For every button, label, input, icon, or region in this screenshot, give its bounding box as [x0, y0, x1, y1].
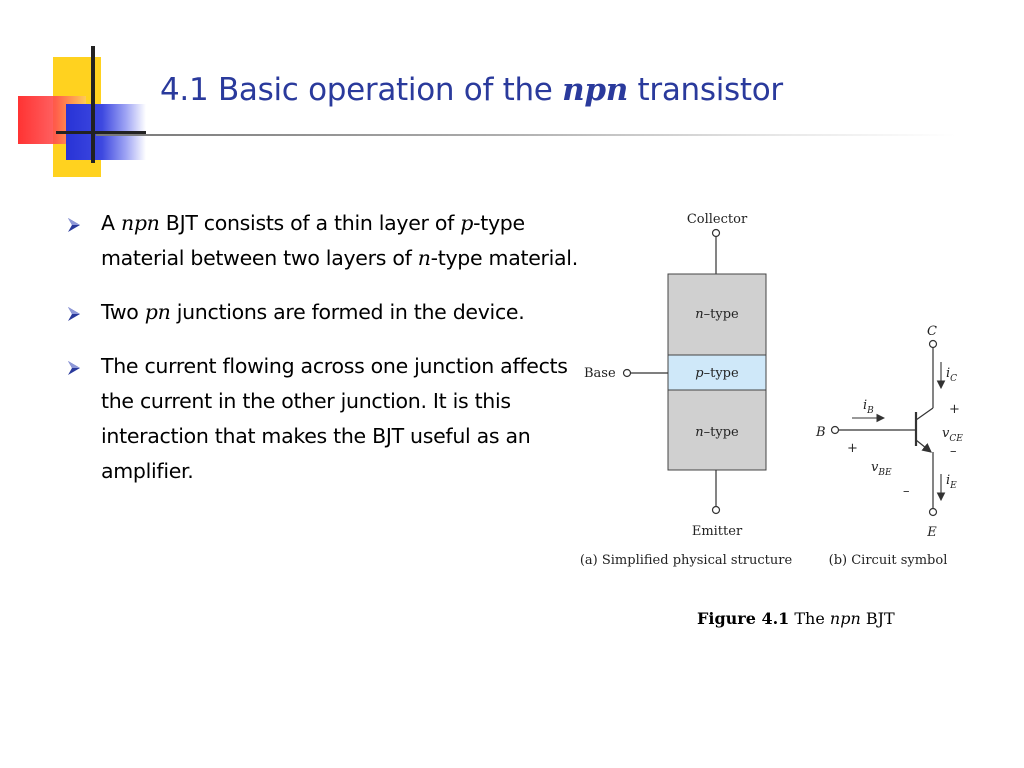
- collector-label: Collector: [687, 212, 748, 227]
- emitter-letter: E: [926, 525, 937, 540]
- vce-minus: –: [950, 444, 957, 459]
- emitter-node: [928, 507, 938, 517]
- vbe-minus: –: [903, 484, 910, 499]
- symbol-caption: (b) Circuit symbol: [829, 553, 948, 568]
- arrow-bullet-icon: [68, 218, 80, 232]
- vce-label: vCE: [942, 426, 963, 444]
- slide-title: 4.1 Basic operation of the npn transisto…: [160, 72, 783, 108]
- ie-label: iE: [946, 473, 957, 491]
- emitter-terminal: [711, 505, 721, 515]
- structure-caption: (a) Simplified physical structure: [580, 553, 792, 568]
- circuit-symbol-diagram: C B E iC iB iE + vCE – + vBE – (b) Circu…: [815, 324, 963, 568]
- figure-caption: Figure 4.1 The npn BJT: [697, 609, 895, 628]
- arrow-bullet-icon: [68, 307, 80, 321]
- logo-horizontal-line: [56, 131, 146, 134]
- physical-structure-diagram: Collector n–type p–type n–type Base Emit…: [580, 212, 792, 568]
- base-letter: B: [815, 425, 826, 440]
- n-type-bottom-label: n–type: [695, 425, 739, 440]
- collector-terminal: [711, 228, 721, 238]
- arrow-bullet-icon: [68, 361, 80, 375]
- base-terminal: [622, 368, 632, 378]
- vbe-label: vBE: [871, 460, 892, 478]
- bullet-list: A npn BJT consists of a thin layer of p-…: [66, 206, 596, 508]
- emitter-label: Emitter: [692, 524, 743, 539]
- base-node: [830, 425, 840, 435]
- bullet-item-1: A npn BJT consists of a thin layer of p-…: [66, 206, 596, 276]
- ic-label: iC: [946, 366, 957, 384]
- npn-bjt-figure: Collector n–type p–type n–type Base Emit…: [580, 212, 963, 568]
- title-emphasis: npn: [562, 72, 628, 108]
- base-label: Base: [584, 366, 616, 381]
- p-type-label: p–type: [695, 366, 739, 381]
- bullet-item-2: Two pn junctions are formed in the devic…: [66, 295, 596, 330]
- collector-node: [928, 339, 938, 349]
- title-divider: [96, 134, 956, 136]
- n-type-top-label: n–type: [695, 307, 739, 322]
- p-type-layer: [667, 354, 767, 391]
- n-type-top-layer: [667, 273, 767, 356]
- logo-vertical-line: [91, 46, 95, 163]
- bullet-item-3: The current flowing across one junction …: [66, 349, 571, 489]
- n-type-bottom-layer: [667, 389, 767, 471]
- collector-letter: C: [927, 324, 937, 339]
- vbe-plus: +: [847, 441, 858, 456]
- vce-plus: +: [949, 402, 960, 417]
- ib-label: iB: [863, 398, 874, 416]
